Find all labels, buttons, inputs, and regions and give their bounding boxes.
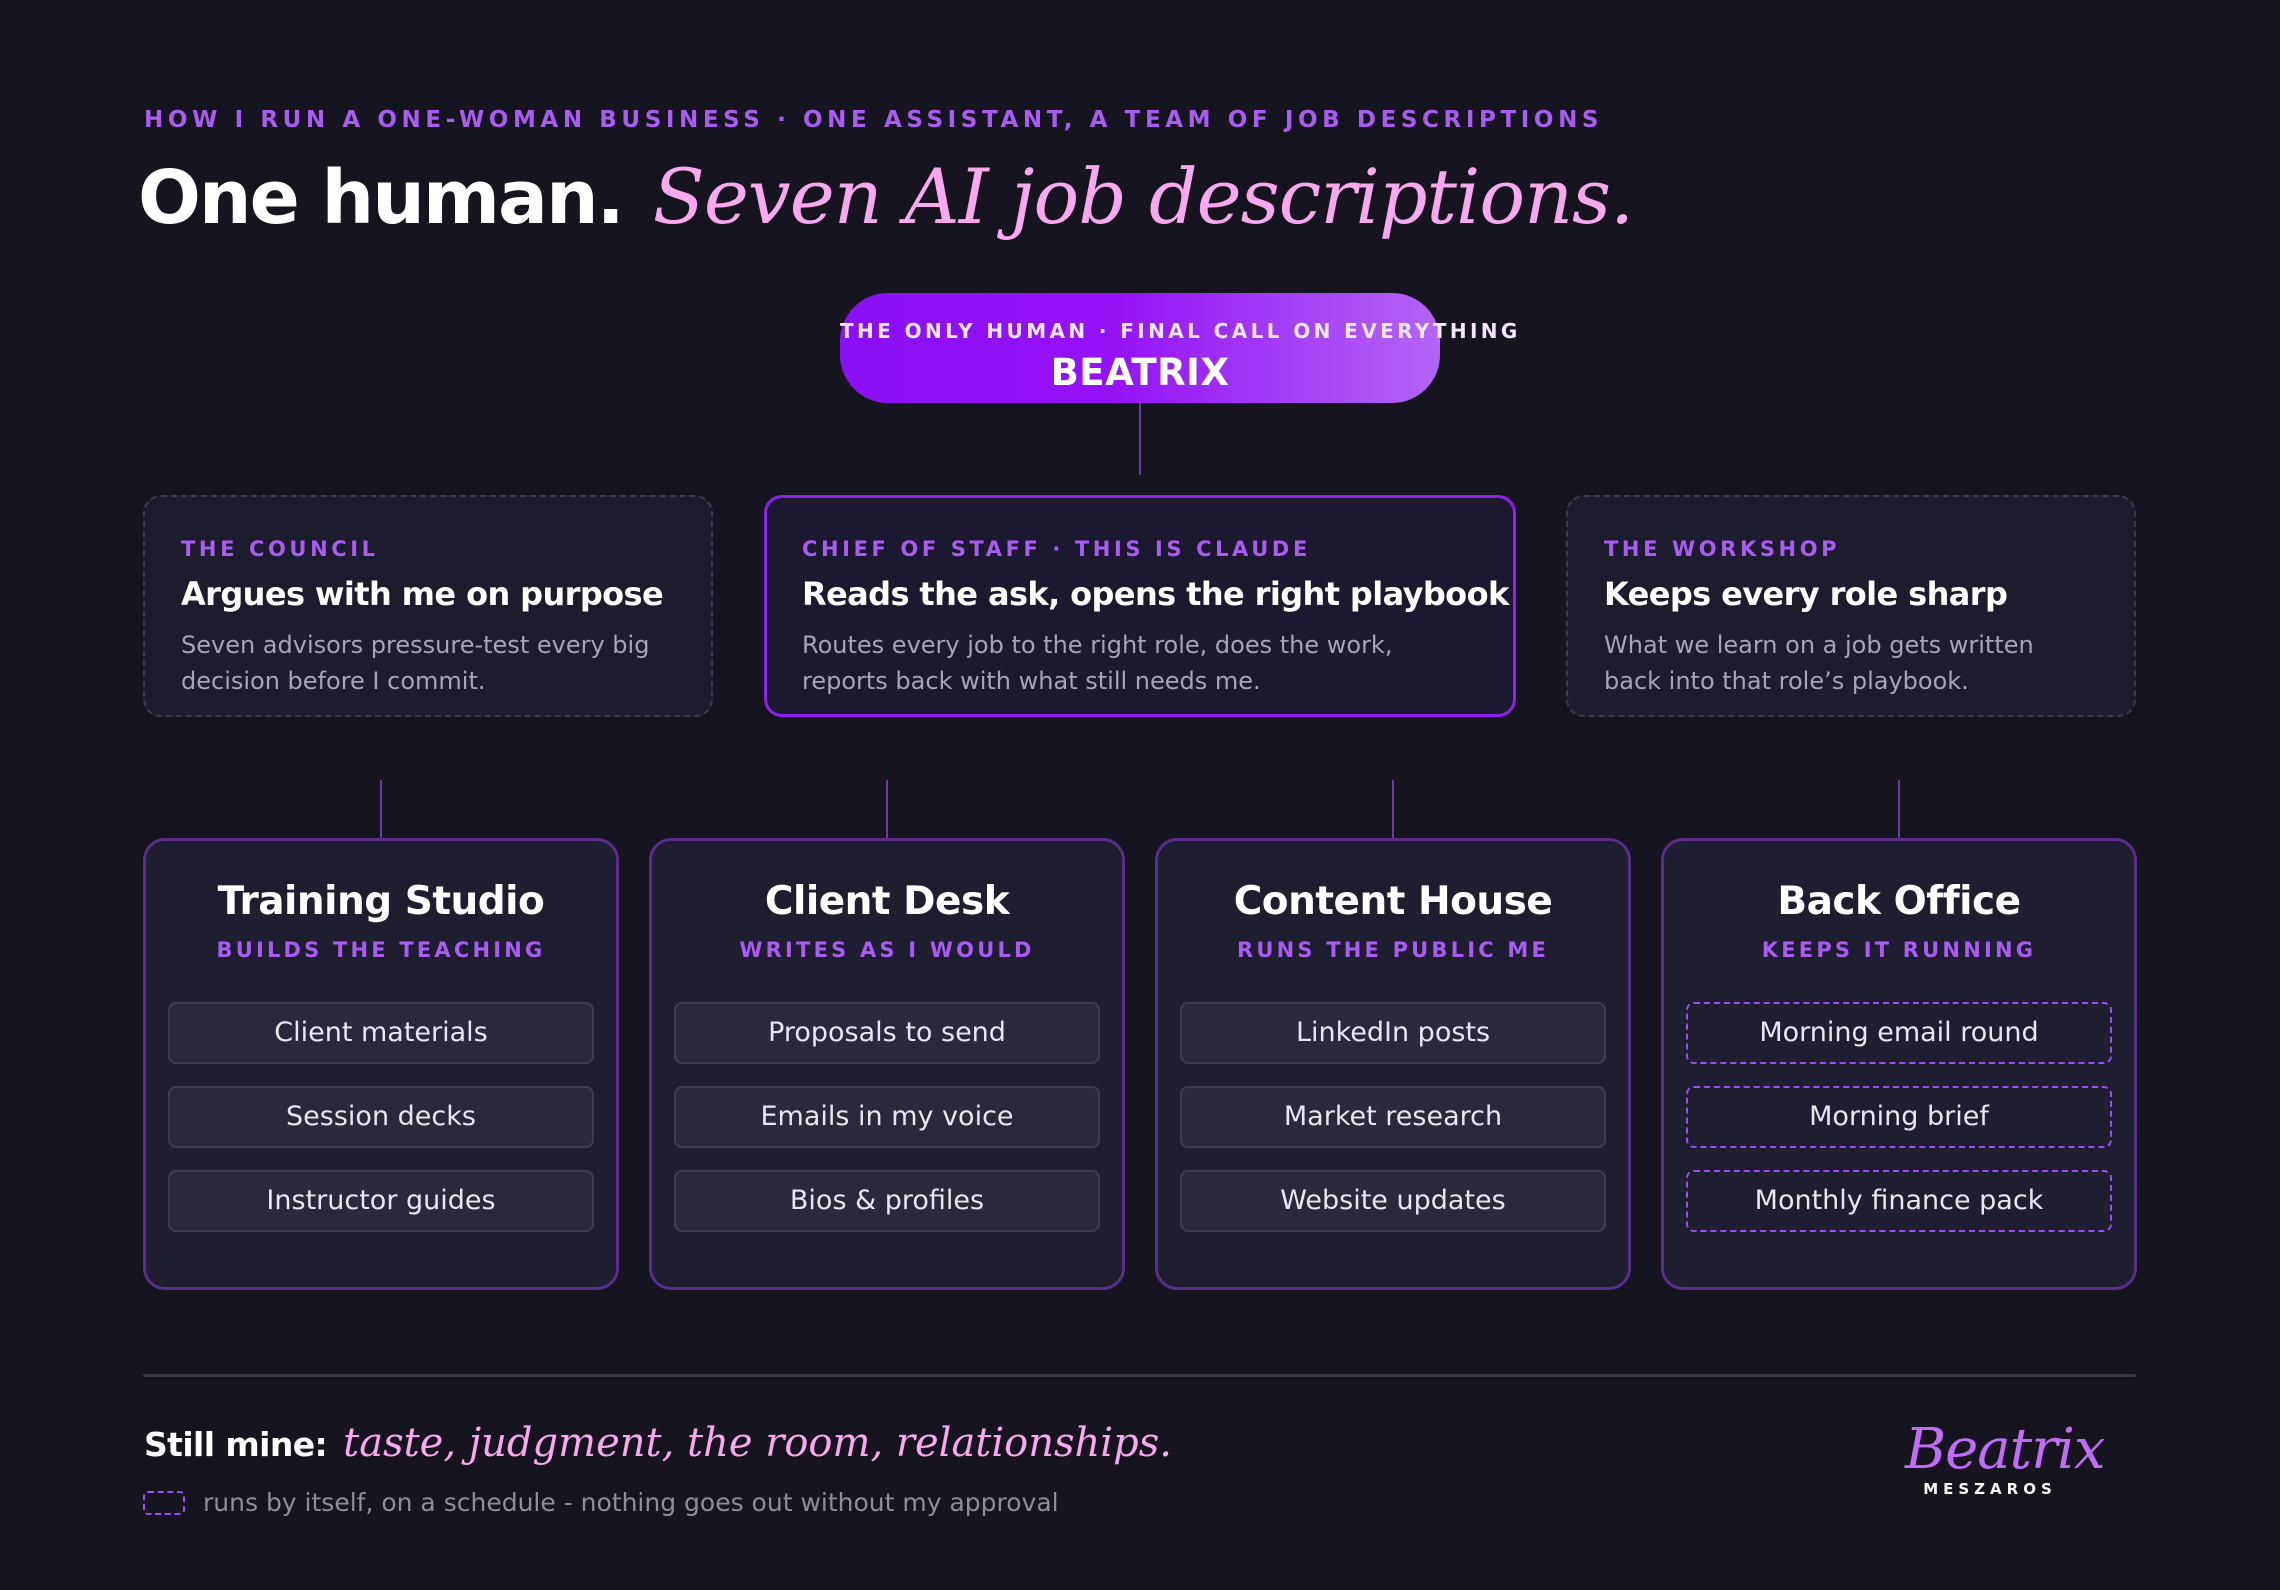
scheduled-task-item: Monthly finance pack xyxy=(1686,1170,2112,1232)
footer-divider xyxy=(143,1374,2136,1377)
task-item: Website updates xyxy=(1180,1170,1606,1232)
still-mine-value: taste, judgment, the room, relationships… xyxy=(343,1420,1172,1466)
dept-name: Client Desk xyxy=(764,879,1010,924)
council-card: THE COUNCIL Argues with me on purpose Se… xyxy=(143,495,713,717)
council-heading: Argues with me on purpose xyxy=(181,575,664,613)
legend-text: runs by itself, on a schedule - nothing … xyxy=(203,1488,1059,1517)
logo-last-name: MESZAROS xyxy=(1923,1480,2057,1498)
dept-tagline: KEEPS IT RUNNING xyxy=(1761,938,2037,962)
logo-first-name: Beatrix xyxy=(1905,1417,2105,1482)
page-title: One human. Seven AI job descriptions. xyxy=(138,152,1634,241)
dept-training-studio: Training Studio BUILDS THE TEACHING Clie… xyxy=(143,838,619,1290)
connector-human-chief xyxy=(1139,403,1141,475)
workshop-card: THE WORKSHOP Keeps every role sharp What… xyxy=(1566,495,2136,717)
dept-content-house: Content House RUNS THE PUBLIC ME LinkedI… xyxy=(1155,838,1631,1290)
dept-tagline: WRITES AS I WOULD xyxy=(739,938,1035,962)
chief-desc: Routes every job to the right role, does… xyxy=(802,631,1393,695)
human-name: BEATRIX xyxy=(1050,351,1230,394)
connector-backoffice xyxy=(1898,780,1900,838)
task-item: Market research xyxy=(1180,1086,1606,1148)
scheduled-task-item: Morning brief xyxy=(1686,1086,2112,1148)
task-item: Session decks xyxy=(168,1086,594,1148)
workshop-heading: Keeps every role sharp xyxy=(1604,575,2008,613)
council-desc: Seven advisors pressure-test every big d… xyxy=(181,631,650,695)
dept-name: Content House xyxy=(1233,879,1553,924)
connector-content xyxy=(1392,780,1394,838)
dept-back-office: Back Office KEEPS IT RUNNING Morning ema… xyxy=(1661,838,2137,1290)
header-kicker: HOW I RUN A ONE-WOMAN BUSINESS · ONE ASS… xyxy=(144,107,1604,133)
brand-logo: Beatrix MESZAROS xyxy=(1905,1417,2105,1499)
connector-client xyxy=(886,780,888,838)
task-item: Instructor guides xyxy=(168,1170,594,1232)
chief-of-staff-card: CHIEF OF STAFF · THIS IS CLAUDE Reads th… xyxy=(764,495,1516,717)
dashed-schedule-swatch-icon xyxy=(143,1490,185,1515)
task-item: Proposals to send xyxy=(674,1002,1100,1064)
dept-name: Training Studio xyxy=(217,879,545,924)
dept-client-desk: Client Desk WRITES AS I WOULD Proposals … xyxy=(649,838,1125,1290)
scheduled-task-item: Morning email round xyxy=(1686,1002,2112,1064)
human-role: THE ONLY HUMAN · FINAL CALL ON EVERYTHIN… xyxy=(840,319,1521,343)
still-mine-line: Still mine: taste, judgment, the room, re… xyxy=(144,1420,1172,1466)
workshop-eyebrow: THE WORKSHOP xyxy=(1604,537,1841,561)
title-main: One human. xyxy=(138,155,625,241)
human-node: THE ONLY HUMAN · FINAL CALL ON EVERYTHIN… xyxy=(840,293,1521,403)
workshop-desc: What we learn on a job gets written back… xyxy=(1604,631,2034,695)
title-script: Seven AI job descriptions. xyxy=(652,152,1634,241)
dept-tagline: RUNS THE PUBLIC ME xyxy=(1237,938,1549,962)
task-item: Client materials xyxy=(168,1002,594,1064)
task-item: Bios & profiles xyxy=(674,1170,1100,1232)
dept-name: Back Office xyxy=(1777,879,2021,924)
dept-tagline: BUILDS THE TEACHING xyxy=(216,938,546,962)
task-item: Emails in my voice xyxy=(674,1086,1100,1148)
still-mine-label: Still mine: xyxy=(144,1425,328,1464)
council-eyebrow: THE COUNCIL xyxy=(181,537,379,561)
connector-training xyxy=(380,780,382,838)
task-item: LinkedIn posts xyxy=(1180,1002,1606,1064)
legend: runs by itself, on a schedule - nothing … xyxy=(143,1488,1059,1517)
chief-heading: Reads the ask, opens the right playbook xyxy=(802,575,1509,613)
chief-eyebrow: CHIEF OF STAFF · THIS IS CLAUDE xyxy=(802,537,1311,561)
